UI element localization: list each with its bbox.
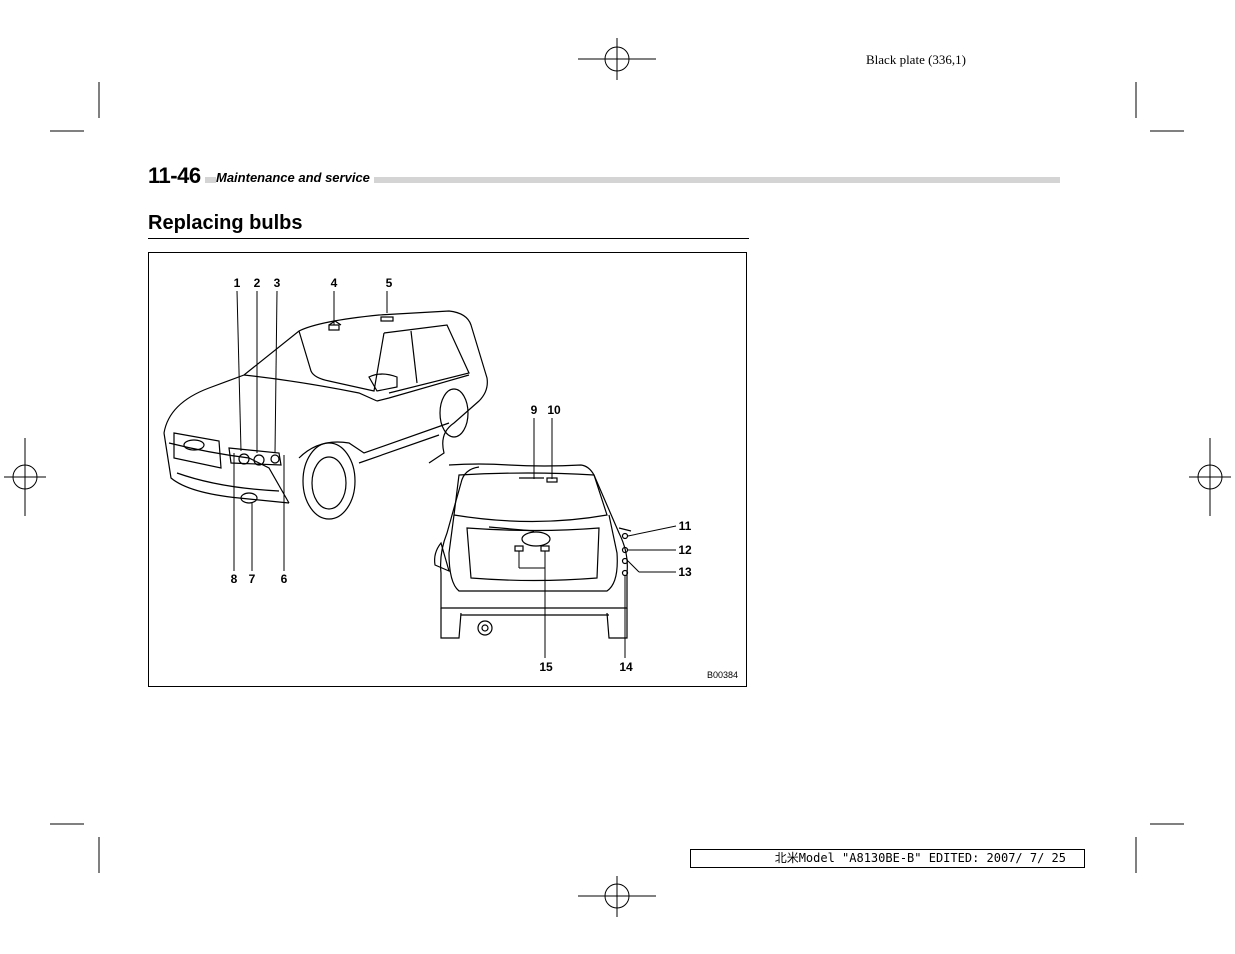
- page-number: 11-46: [148, 163, 205, 189]
- rear-vehicle-drawing: [434, 463, 632, 639]
- callout-5: 5: [386, 276, 393, 290]
- footer-edit-info: 北米Model "A8130BE-B" EDITED: 2007/ 7/ 25: [690, 849, 1085, 868]
- callout-11: 11: [679, 519, 692, 533]
- callout-8: 8: [231, 572, 238, 586]
- callout-15: 15: [539, 660, 553, 674]
- front-vehicle-drawing: [163, 310, 488, 520]
- plate-info: Black plate (336,1): [866, 52, 966, 67]
- callout-3: 3: [274, 276, 281, 290]
- callout-7: 7: [249, 572, 256, 586]
- callout-leaders: [233, 290, 677, 658]
- vehicle-illustration: 1 2 3 4 5 6 7 8 9 10 11 12 13 14 15 B003…: [163, 276, 738, 680]
- header-bar: [148, 177, 1060, 183]
- callout-6: 6: [281, 572, 288, 586]
- callout-9: 9: [531, 403, 538, 417]
- callout-12: 12: [678, 543, 692, 557]
- page-title: Replacing bulbs: [148, 212, 303, 234]
- bulb-location-figure: 1 2 3 4 5 6 7 8 9 10 11 12 13 14 15 B003…: [148, 252, 747, 687]
- figure-id: B00384: [707, 670, 738, 680]
- callout-4: 4: [331, 276, 338, 290]
- callout-13: 13: [678, 565, 692, 579]
- callout-2: 2: [254, 276, 261, 290]
- section-title: Maintenance and service: [216, 170, 374, 185]
- callout-10: 10: [547, 403, 561, 417]
- callout-14: 14: [619, 660, 633, 674]
- title-rule: [148, 238, 749, 239]
- callout-1: 1: [234, 276, 241, 290]
